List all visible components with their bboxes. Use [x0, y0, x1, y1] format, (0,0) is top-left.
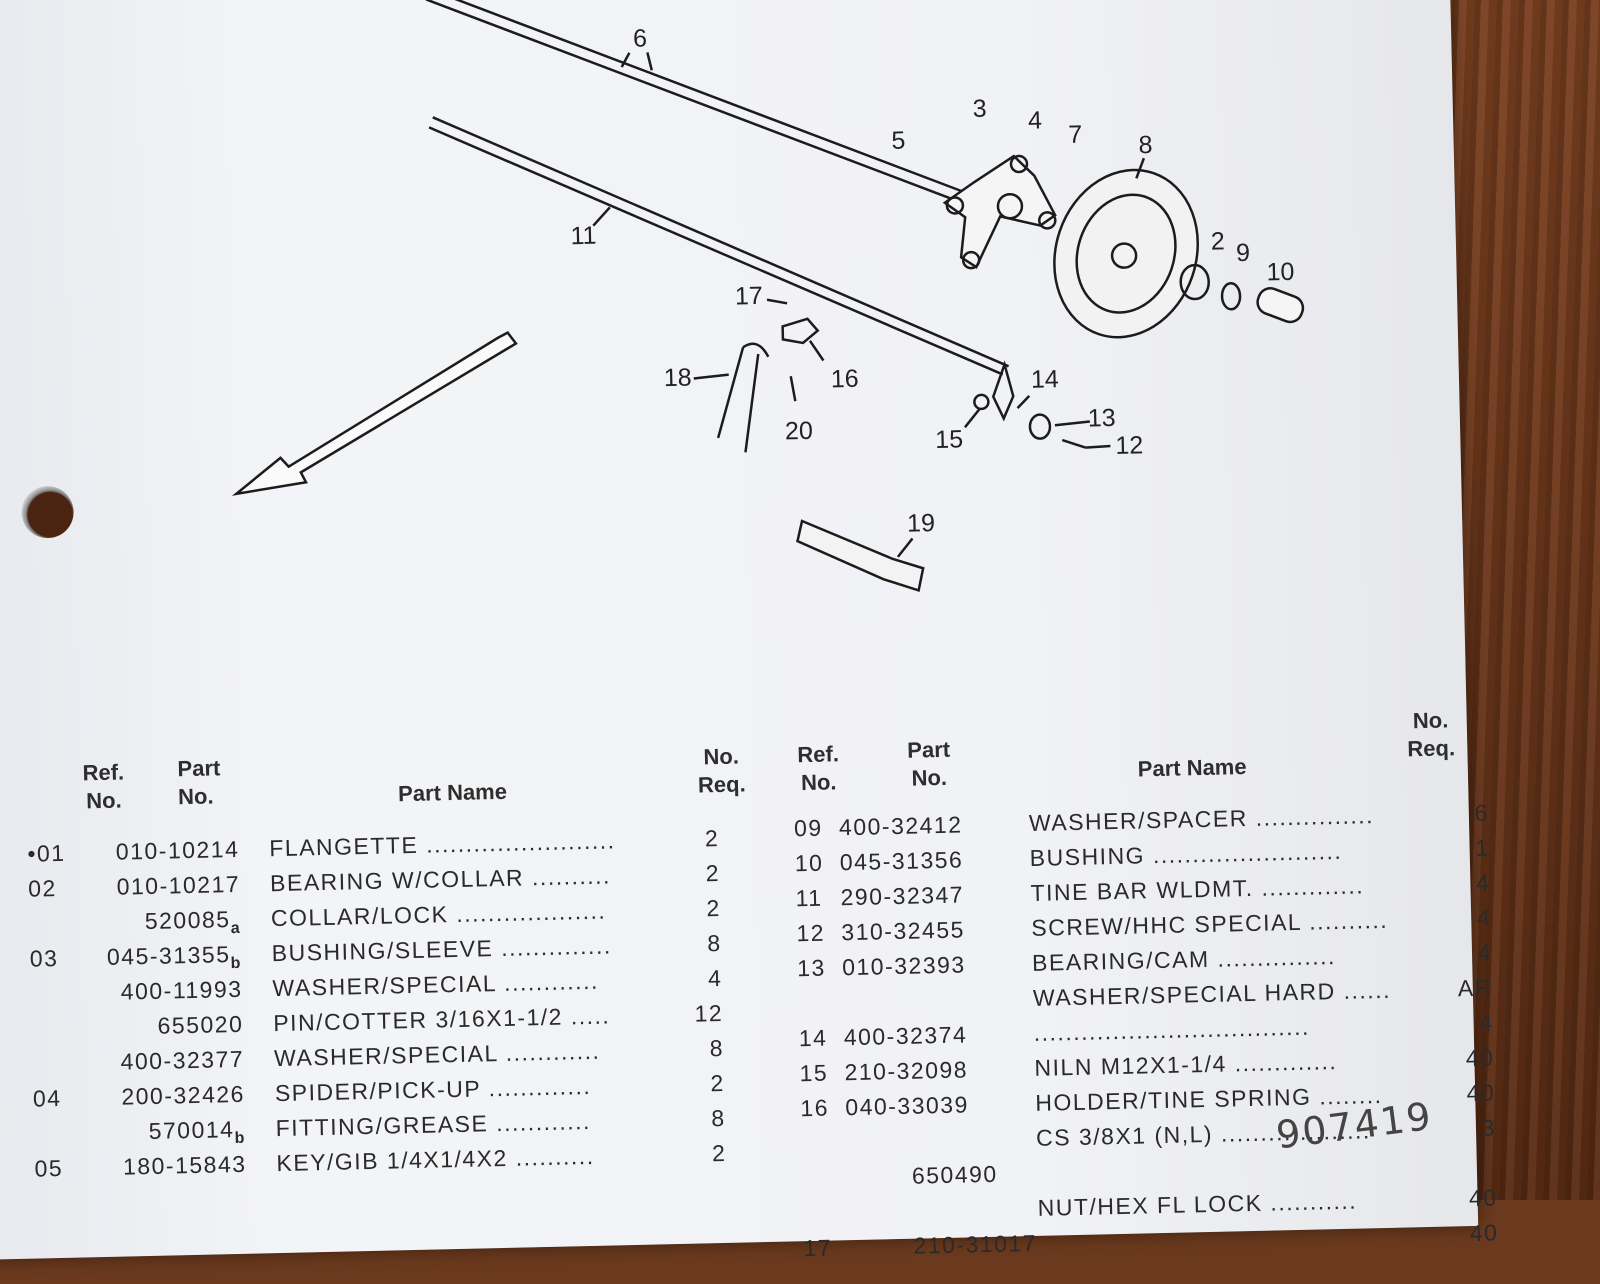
part-no: 290-32347	[840, 881, 964, 911]
leader-dots: ..........	[1301, 907, 1388, 935]
ref-no: 10	[795, 850, 824, 878]
ref-no: 14	[798, 1025, 827, 1053]
part-name: WASHER/SPACER ...............	[1029, 802, 1375, 837]
part-name-text: WASHER/SPECIAL HARD	[1033, 978, 1336, 1011]
part-name: NUT/HEX FL LOCK ...........	[1037, 1188, 1357, 1222]
leader-dots: ........................	[1145, 838, 1343, 868]
header-ref-no-left: Ref. No.	[82, 758, 125, 815]
header-req-left: No. Req.	[697, 742, 746, 799]
qty-req: AR	[1453, 974, 1494, 1002]
part-name: NILN M12X1-1/4 .............	[1034, 1048, 1337, 1082]
part-no: 210-32098	[844, 1056, 968, 1086]
qty-req: 6	[1449, 800, 1490, 828]
part-name: TINE BAR WLDMT. .............	[1030, 872, 1364, 907]
leader-dots: ...............	[1247, 802, 1374, 831]
ref-no: 16	[800, 1095, 829, 1123]
ref-no: 13	[797, 955, 826, 983]
part-name-text: BEARING/CAM	[1032, 946, 1210, 976]
part-name: BUSHING ........................	[1029, 838, 1342, 872]
leader-dots: ...........	[1262, 1188, 1357, 1216]
part-name-text: CS 3/8X1 (N,L)	[1036, 1121, 1213, 1151]
part-name-text: BUSHING	[1029, 842, 1145, 871]
ref-no: 11	[795, 885, 822, 913]
part-name-text: NILN M12X1-1/4	[1034, 1051, 1227, 1081]
part-name: SCREW/HHC SPECIAL ..........	[1031, 907, 1388, 942]
parts-list: Ref. No. Part No. Part Name No. Req. Ref…	[0, 0, 1587, 1200]
part-no: 400-32374	[843, 1021, 967, 1051]
part-name-text: HOLDER/TINE SPRING	[1035, 1084, 1312, 1116]
parts-catalog-page: 6 3 5 4 7 8 11 2 9 10 17 18 16 14 20 13 …	[0, 0, 1478, 1260]
qty-req: 1	[1449, 835, 1490, 863]
qty-req: 40	[1457, 1184, 1498, 1212]
part-name: WASHER/SPECIAL HARD ......	[1033, 977, 1392, 1012]
leader-dots: ......	[1335, 977, 1391, 1004]
part-no: 045-31356	[839, 846, 963, 876]
part-name-text: SCREW/HHC SPECIAL	[1031, 909, 1302, 941]
ref-no: 15	[799, 1060, 828, 1088]
part-name: BEARING/CAM ...............	[1032, 943, 1336, 977]
part-name-text: WASHER/SPACER	[1029, 805, 1248, 836]
ref-no: 12	[796, 920, 825, 948]
header-req-right: No. Req.	[1406, 706, 1455, 763]
qty-req: 40	[1455, 1079, 1496, 1107]
header-part-no-left: Part No.	[177, 754, 221, 811]
part-name: ...................................	[1033, 1014, 1310, 1047]
header-part-name-right: Part Name	[1137, 753, 1246, 783]
part-no: 400-32412	[839, 811, 963, 841]
part-name-text: TINE BAR WLDMT.	[1030, 875, 1254, 906]
leader-dots: ...................................	[1033, 1014, 1310, 1046]
qty-req: 4	[1451, 905, 1492, 933]
qty-req: 4	[1450, 870, 1491, 898]
header-part-name-left: Part Name	[398, 778, 507, 808]
leader-dots: .............	[1226, 1048, 1337, 1076]
qty-req	[1456, 1149, 1496, 1150]
ref-no: 17	[803, 1235, 832, 1263]
part-no: 650490	[912, 1161, 998, 1190]
part-name-text: NUT/HEX FL LOCK	[1037, 1190, 1262, 1221]
part-no: 210-31017	[913, 1230, 1037, 1260]
header-ref-no-right: Ref. No.	[797, 740, 840, 797]
qty-req: 4	[1453, 1009, 1494, 1037]
qty-req: 3	[1456, 1114, 1497, 1142]
ref-no: 09	[794, 815, 823, 843]
leader-dots: ...............	[1209, 943, 1336, 972]
qty-req: 40	[1454, 1044, 1495, 1072]
leader-dots: .............	[1253, 872, 1364, 900]
header-part-no-right: Part No.	[907, 736, 951, 793]
qty-req: 40	[1458, 1219, 1499, 1247]
part-no: 310-32455	[841, 916, 965, 946]
part-no: 010-32393	[842, 951, 966, 981]
part-no: 040-33039	[845, 1091, 969, 1121]
qty-req: 4	[1452, 939, 1493, 967]
